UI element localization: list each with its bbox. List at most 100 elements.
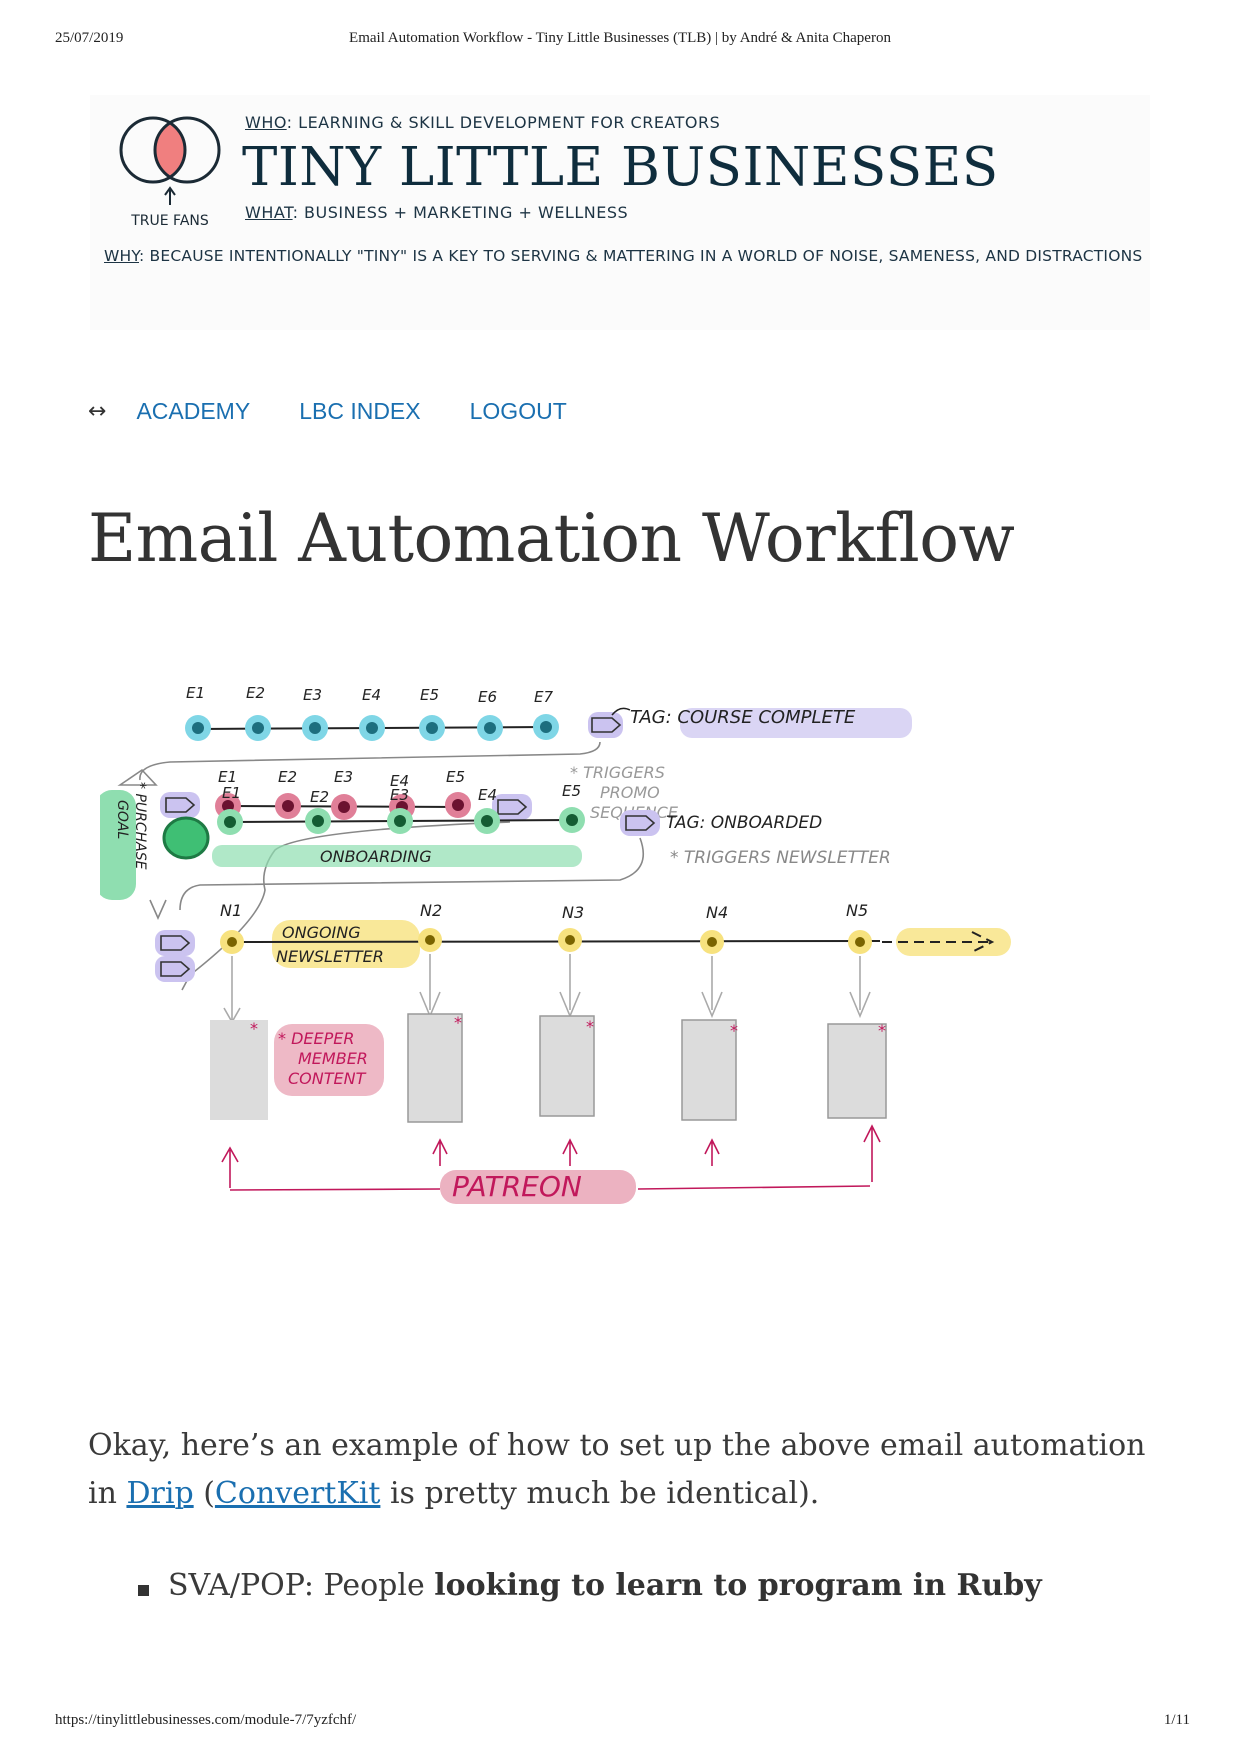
print-page-number: 1/11 <box>1163 1712 1190 1728</box>
banner-who: WHO: LEARNING & SKILL DEVELOPMENT FOR CR… <box>245 113 721 132</box>
banner-why: WHY: BECAUSE INTENTIONALLY "TINY" IS A K… <box>104 247 1143 265</box>
content-page <box>681 1019 737 1121</box>
onboarding-highlight <box>212 845 582 867</box>
svg-text:*: * <box>730 1021 738 1040</box>
svg-text:*: * <box>586 1017 594 1036</box>
goal-purchase-highlight <box>100 790 136 900</box>
newsletter-dot-core <box>227 937 237 947</box>
tag-icon <box>160 935 191 951</box>
seq2-label: E5 <box>446 768 465 786</box>
print-url: https://tinylittlebusinesses.com/module-… <box>55 1712 357 1728</box>
member-content-pages <box>210 1013 887 1123</box>
drip-link[interactable]: Drip <box>126 1476 194 1511</box>
seq1-label: E1 <box>186 684 205 702</box>
newsletter-label: N3 <box>562 903 584 922</box>
patreon-highlight <box>440 1170 636 1204</box>
seq3-dot-core <box>566 814 578 826</box>
seq1-tag-bubble <box>588 712 623 738</box>
newsletter-label: N5 <box>846 901 868 920</box>
triggers-promo-line: PROMO <box>600 783 660 802</box>
svg-text:*: * <box>250 1019 258 1038</box>
print-date: 25/07/2019 <box>55 30 124 46</box>
seq1-dot-core <box>366 722 378 734</box>
seq1-label: E6 <box>478 688 497 706</box>
triggers-promo-line: * TRIGGERS <box>570 763 665 782</box>
onboarding-label: ONBOARDING <box>320 847 432 866</box>
newsletter-dot-core <box>707 937 717 947</box>
seq3-dot-core <box>312 815 324 827</box>
seq1-dot-core <box>192 722 204 734</box>
content-page <box>827 1023 887 1119</box>
patreon-brackets <box>221 1124 881 1191</box>
seq1-dot-core <box>540 721 552 733</box>
seq1-label: E2 <box>246 684 265 702</box>
content-page <box>210 1020 268 1120</box>
seq1-dots <box>185 714 559 741</box>
seq3-label: E1 <box>222 784 241 802</box>
tag-icon <box>165 797 196 813</box>
tag-icon <box>160 961 191 977</box>
triggers-newsletter-label: * TRIGGERS NEWSLETTER <box>670 848 891 868</box>
continue-arrow <box>882 931 995 953</box>
deeper-content-highlight <box>274 1024 384 1096</box>
list-item: SVA/POP: People looking to learn to prog… <box>130 1568 1042 1603</box>
goal-circle <box>162 816 210 860</box>
seq3-label: E3 <box>390 786 409 804</box>
seq2-dot-core <box>222 800 234 812</box>
nav-academy[interactable]: ACADEMY <box>136 398 251 424</box>
convertkit-link[interactable]: ConvertKit <box>214 1476 381 1511</box>
print-doc-title: Email Automation Workflow - Tiny Little … <box>349 30 891 46</box>
seq2-dot-core <box>338 801 350 813</box>
nav-logout[interactable]: LOGOUT <box>469 398 567 424</box>
email-workflow-sketch: E1 E2 E3 E4 E5 E6 E7 TAG: COURSE COMPLET… <box>100 684 1011 1204</box>
newsletter-dot-core <box>855 937 865 947</box>
left-right-arrow-icon[interactable]: ↔ <box>88 399 107 424</box>
seq2-label: E3 <box>334 768 353 786</box>
deeper-line: MEMBER <box>298 1049 368 1068</box>
onboarded-tag-label: TAG: ONBOARDED <box>666 813 822 833</box>
svg-text:*: * <box>454 1013 462 1032</box>
seq1-label: E5 <box>420 686 439 704</box>
seq2-label: E2 <box>278 768 297 786</box>
seq1-dot-core <box>252 722 264 734</box>
tag-icon <box>497 799 528 815</box>
seq2-label: E1 <box>218 768 237 786</box>
site-banner[interactable]: TRUE FANS WHO: LEARNING & SKILL DEVELOPM… <box>90 95 1150 330</box>
seq1-tag-label: TAG: COURSE COMPLETE <box>630 707 856 728</box>
seq2-dot-core <box>452 799 464 811</box>
main-nav: ↔ ACADEMY LBC INDEX LOGOUT <box>88 398 616 425</box>
page-title: Email Automation Workflow <box>88 500 1015 577</box>
goal-label: GOAL <box>114 800 130 839</box>
tag-icon <box>591 717 622 733</box>
nav-lbc-index[interactable]: LBC INDEX <box>299 398 421 424</box>
newsletter-label: N4 <box>706 903 728 922</box>
content-page <box>407 1013 463 1123</box>
seq2-label: E4 <box>390 772 409 790</box>
seq3-label: E5 <box>562 782 581 800</box>
newsletter-label: N1 <box>220 901 242 920</box>
deeper-line: CONTENT <box>288 1069 367 1088</box>
seq1-dot-core <box>484 722 496 734</box>
seq3-label: E4 <box>478 786 497 804</box>
intro-paragraph: Okay, here’s an example of how to set up… <box>88 1428 1146 1511</box>
newsletter-dot-core <box>425 935 435 945</box>
patreon-label: PATREON <box>452 1170 582 1203</box>
seq1-label: E3 <box>303 686 322 704</box>
ongoing-newsletter-highlight <box>272 920 420 968</box>
seq1-tag-highlight <box>680 708 912 738</box>
purchase-label: * PURCHASE <box>132 782 148 870</box>
seq1-label: E7 <box>534 688 553 706</box>
seq1-dot-core <box>426 722 438 734</box>
content-page <box>539 1015 595 1117</box>
ongoing-label: ONGOING <box>282 923 361 942</box>
seq3-dot-core <box>394 815 406 827</box>
deeper-line: * DEEPER <box>278 1029 355 1048</box>
seq3-dot-core <box>481 815 493 827</box>
seq1-dot-core <box>309 722 321 734</box>
true-fans-venn-logo: TRUE FANS <box>119 116 221 229</box>
banner-brand: TINY LITTLE BUSINESSES <box>242 137 999 198</box>
tag-icon <box>625 815 656 831</box>
seq3-dot-core <box>224 816 236 828</box>
newsletter-dot-core <box>565 935 575 945</box>
seq3-label: E2 <box>310 788 329 806</box>
